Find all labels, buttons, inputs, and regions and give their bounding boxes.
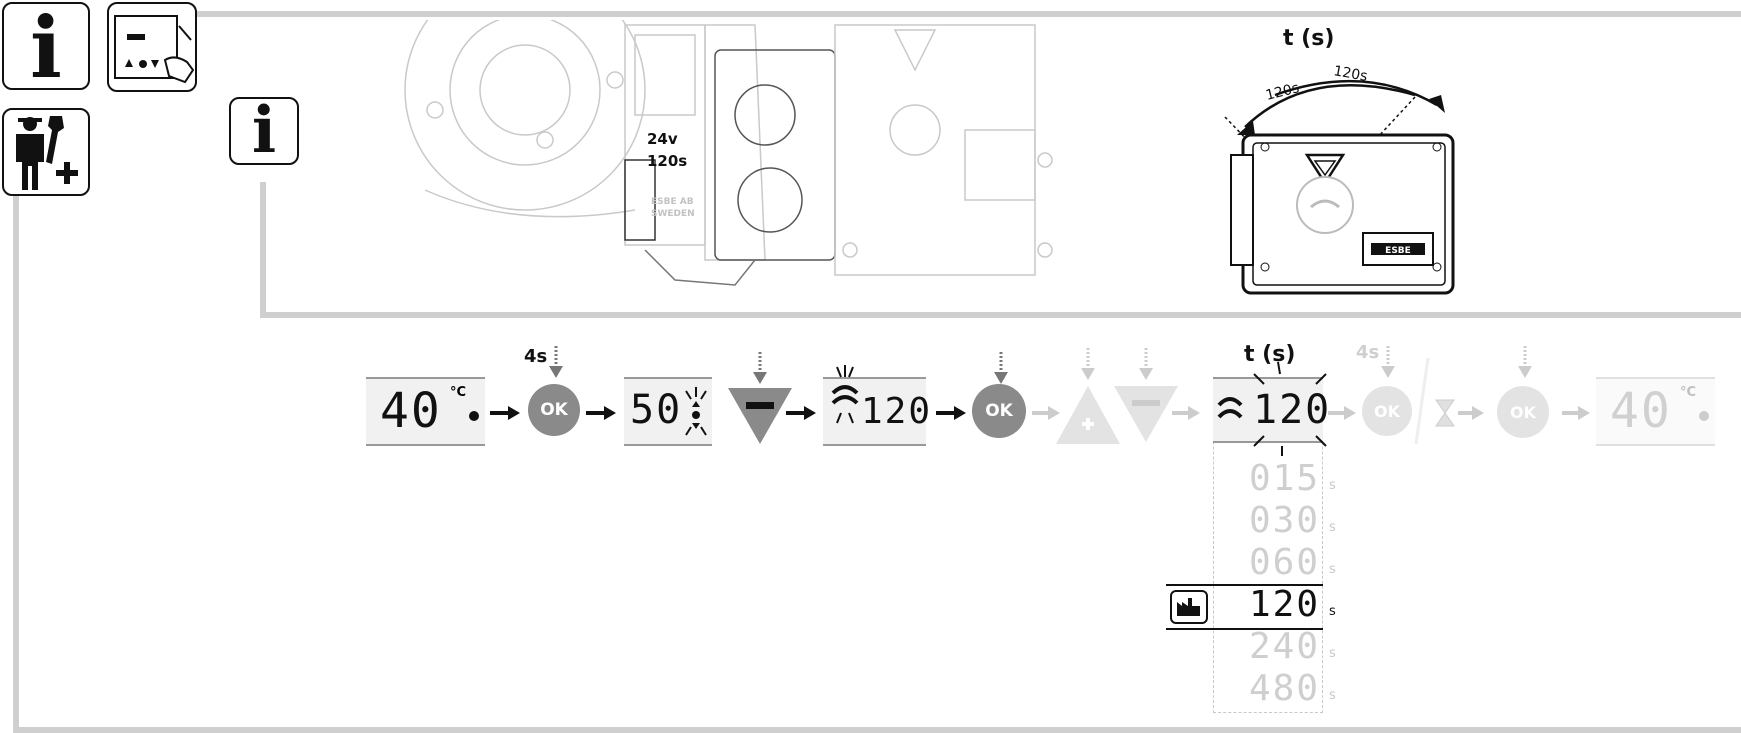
- runtime-option-unit: s: [1329, 646, 1336, 661]
- runtime-option-060: 060 s: [1213, 542, 1343, 584]
- actuator-voltage-label: 24v: [647, 130, 678, 148]
- press-arrow-icon-faint: [1139, 348, 1153, 380]
- actuator-time-label: 120s: [647, 152, 687, 170]
- display-end-unit: °C: [1680, 385, 1697, 400]
- photo-frame-bottom-line: [260, 312, 1741, 318]
- factory-icon: [1170, 590, 1208, 624]
- runtime-symbol-icon: [1217, 397, 1243, 419]
- press-arrow-icon-faint: [1381, 346, 1395, 378]
- rotation-diagram: 120s 120s ESBE: [1224, 63, 1455, 295]
- blink-indicator-icon: [685, 387, 707, 436]
- arrow-right-icon-faint: [1562, 406, 1590, 420]
- press-arrow-icon: [753, 352, 767, 384]
- runtime-option-unit: s: [1329, 604, 1336, 619]
- runtime-option-unit: s: [1329, 478, 1336, 493]
- runtime-option-unit: s: [1329, 688, 1336, 703]
- display-menu-value: 50: [630, 387, 683, 433]
- hold-time-label-1: 4s: [524, 346, 548, 367]
- runtime-option-120: 120 s: [1213, 584, 1343, 626]
- actuator-photo: 24v 120s ESBE AB SWEDEN: [404, 20, 1053, 286]
- ok-button-4: OK: [1497, 386, 1549, 438]
- arrow-right-icon-faint: [1328, 406, 1356, 420]
- minus-button-icon: [728, 388, 792, 444]
- slash-divider: [1414, 357, 1430, 445]
- selector-title: t (s): [1244, 342, 1296, 367]
- press-arrow-icon: [549, 346, 563, 378]
- rotation-title: t (s): [1283, 26, 1335, 51]
- minus-button-icon-faint: [1114, 386, 1178, 442]
- ok-button-1: OK: [528, 384, 580, 436]
- actuator-brand-1: ESBE AB: [651, 197, 694, 207]
- hourglass-icon: [1435, 399, 1455, 427]
- arrow-right-icon: [490, 406, 520, 420]
- runtime-option-value: 240: [1249, 626, 1321, 667]
- arrow-right-icon-faint: [1458, 406, 1484, 420]
- info-icon-secondary: i: [229, 93, 299, 168]
- press-arrow-icon: [994, 352, 1008, 384]
- frame-top-line: [192, 11, 1741, 17]
- display-menu: 50: [624, 377, 712, 446]
- arrow-right-icon-faint: [1032, 406, 1060, 420]
- display-start: 40 °C: [366, 377, 485, 446]
- display-runtime-value: 120: [861, 391, 933, 432]
- arc-label-right: 120s: [1332, 63, 1368, 85]
- runtime-option-value: 030: [1249, 500, 1321, 541]
- status-dot-faint: [1699, 411, 1709, 421]
- runtime-option-015: 015 s: [1213, 458, 1343, 500]
- runtime-option-unit: s: [1329, 520, 1336, 535]
- press-arrow-icon-faint: [1081, 348, 1095, 380]
- arrow-right-icon: [586, 406, 616, 420]
- display-runtime: 120: [823, 365, 930, 446]
- runtime-option-480: 480 s: [1213, 668, 1343, 710]
- frame-left-line: [13, 192, 19, 733]
- control-panel-hand-icon: [107, 2, 197, 92]
- runtime-option-unit: s: [1329, 562, 1336, 577]
- arrow-right-icon-faint: [1172, 406, 1200, 420]
- photo-frame-left-line: [260, 182, 266, 318]
- installer-tool-icon: [2, 108, 90, 196]
- runtime-option-240: 240 s: [1213, 626, 1343, 668]
- runtime-option-value: 120: [1249, 584, 1321, 625]
- runtime-option-value: 015: [1249, 458, 1321, 499]
- ok-button-3: OK: [1362, 386, 1412, 436]
- ok-button-2: OK: [972, 384, 1026, 438]
- arc-label-left: 120s: [1264, 80, 1301, 104]
- runtime-option-value: 480: [1249, 668, 1321, 709]
- runtime-option-030: 030 s: [1213, 500, 1343, 542]
- runtime-option-value: 060: [1249, 542, 1321, 583]
- hold-time-label-2: 4s: [1356, 342, 1380, 363]
- actuator-brand-2: SWEDEN: [651, 209, 695, 219]
- runtime-symbol-icon: [831, 365, 859, 424]
- blink-rays-icon: [1253, 361, 1327, 456]
- display-start-unit: °C: [450, 385, 467, 400]
- status-dot: [469, 411, 479, 421]
- rotation-logo-text: ESBE: [1385, 246, 1411, 256]
- display-selected-runtime: 120: [1213, 377, 1329, 443]
- display-end: 40 °C: [1596, 377, 1715, 446]
- display-start-value: 40: [380, 383, 442, 439]
- arrow-right-icon: [786, 406, 816, 420]
- frame-bottom-line: [13, 727, 1741, 733]
- info-icon: i: [2, 0, 90, 97]
- plus-button-icon: [1056, 386, 1120, 444]
- press-arrow-icon-faint: [1518, 346, 1532, 378]
- factory-default-row-line-top: [1166, 584, 1323, 586]
- selected-runtime-value: 120: [1253, 387, 1332, 433]
- factory-default-row-line-bottom: [1166, 628, 1323, 630]
- display-end-value: 40: [1610, 383, 1672, 439]
- arrow-right-icon: [936, 406, 966, 420]
